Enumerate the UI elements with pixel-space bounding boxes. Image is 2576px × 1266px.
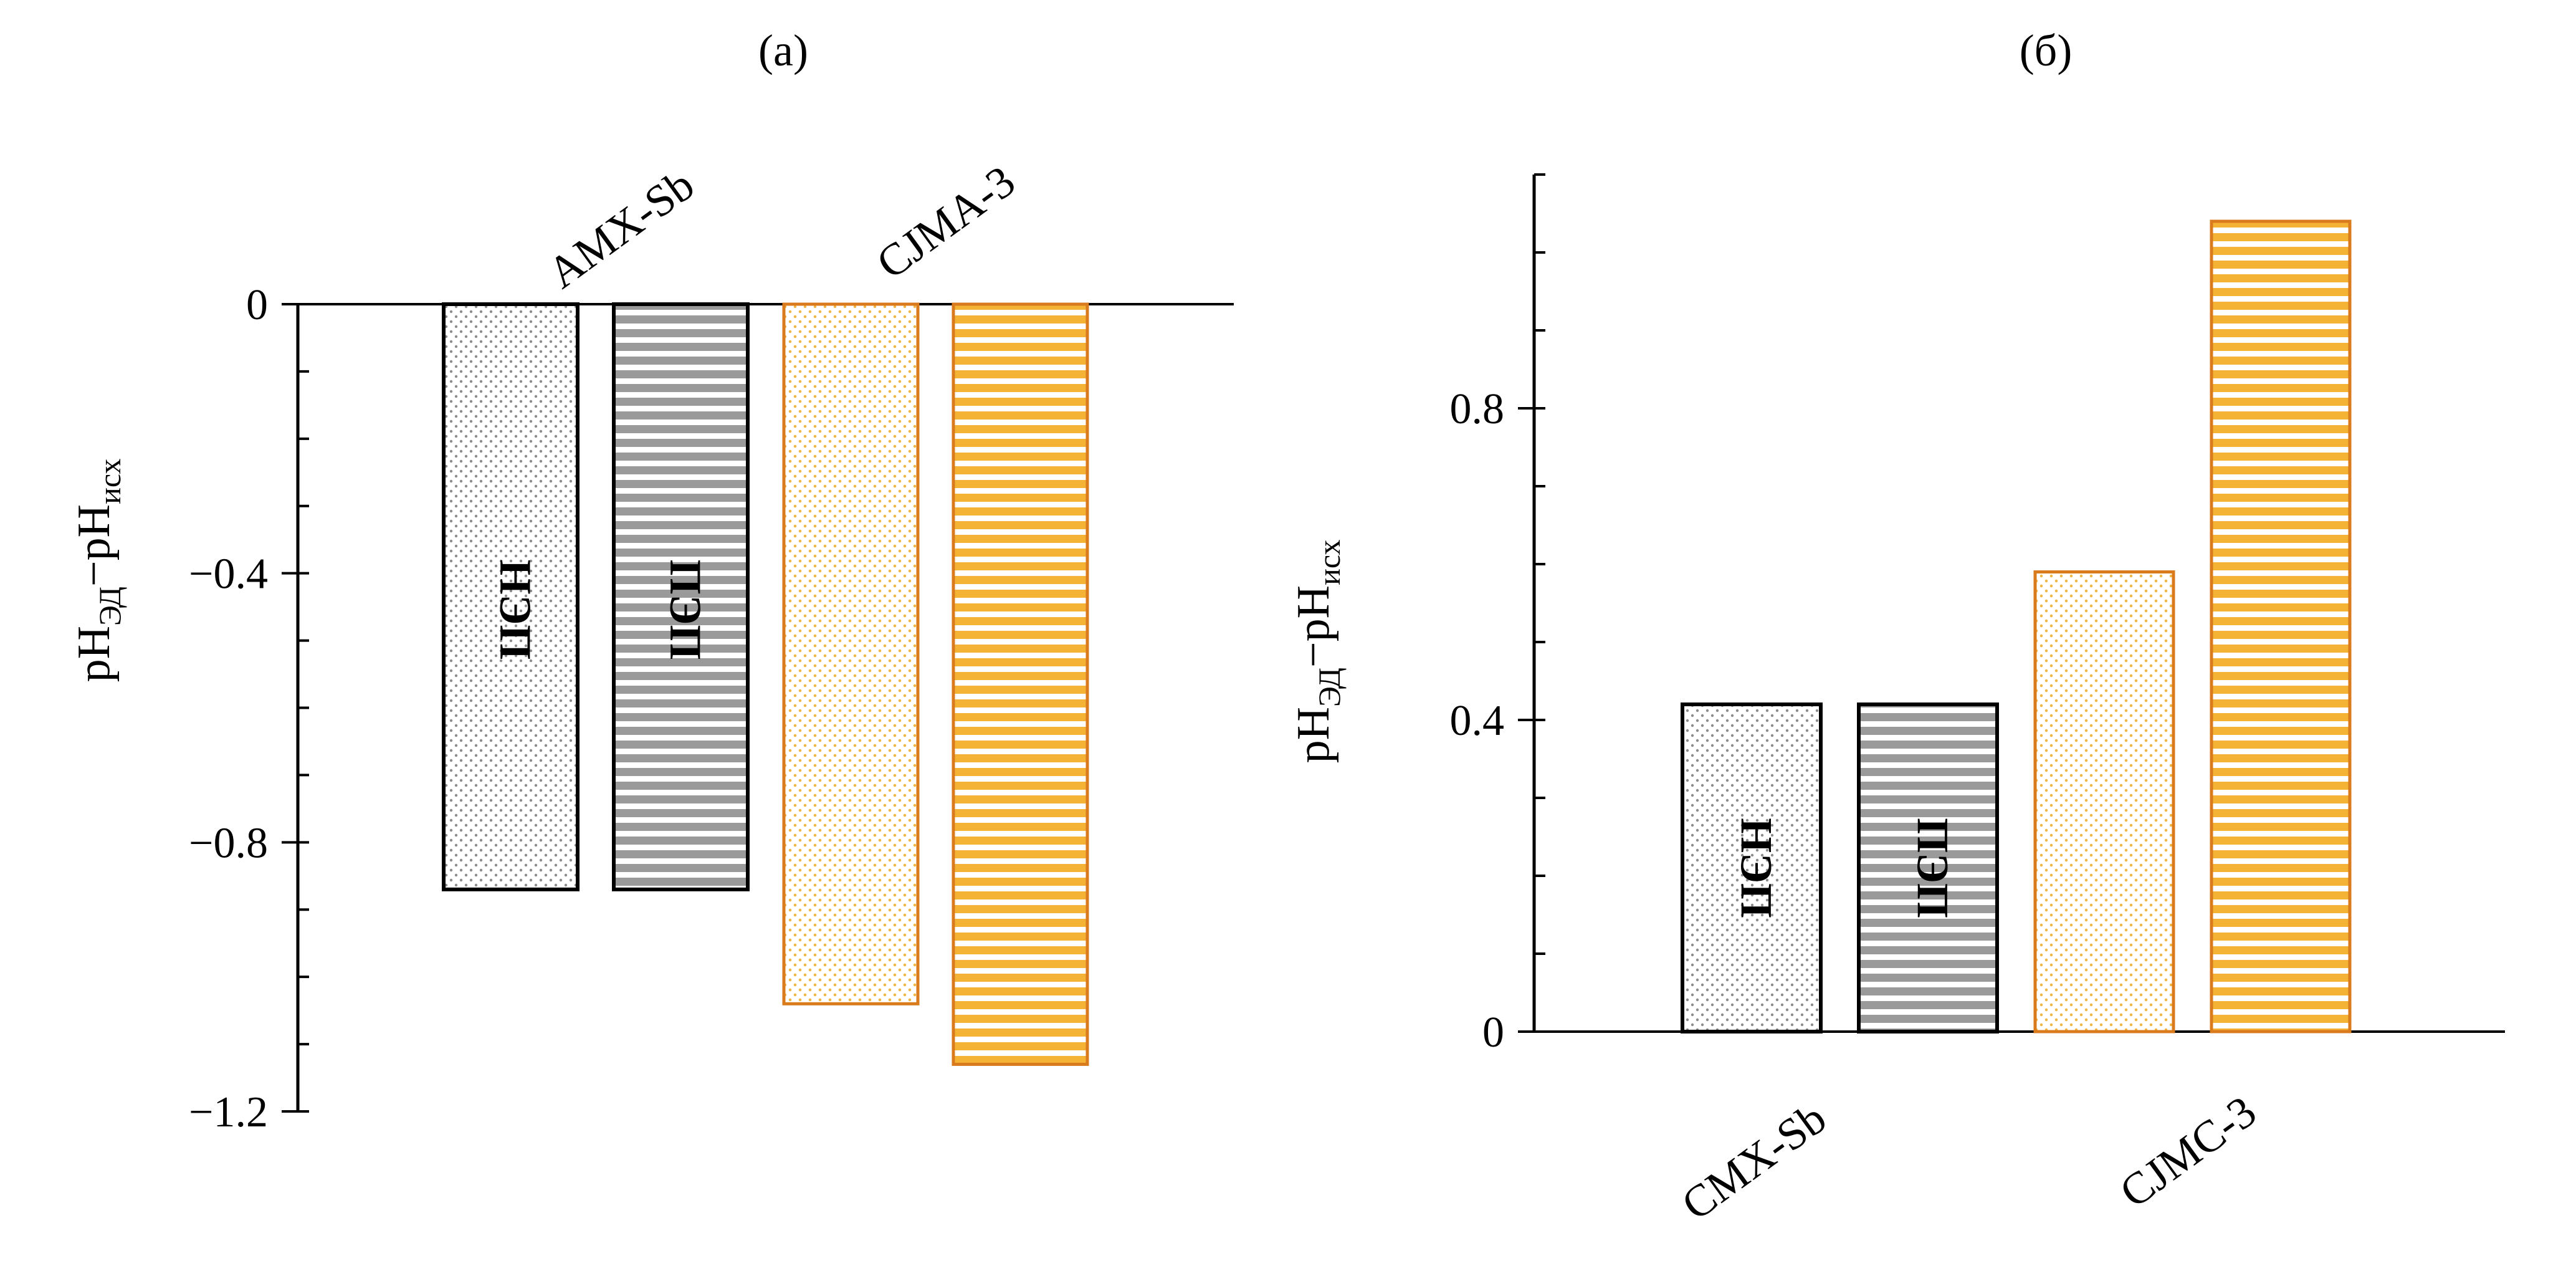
panel-a-bar-amx-sb-dots <box>442 302 580 891</box>
panel-a-bars: НЭП ПЭП <box>442 302 1089 1066</box>
panel-b-bar-cmx-sb-stripes <box>1857 703 1999 1033</box>
panel-b-bar-cjmc-3-stripes <box>2210 219 2352 1033</box>
panel-b-y-tick-label: 0.4 <box>1450 697 1505 745</box>
y-title-sep: −pH <box>1288 585 1339 668</box>
panel-b-y-axis-title: pHЭД−pHисх <box>1288 540 1347 764</box>
panel-b-category-label-cjmc-3: CJMC-3 <box>2111 1086 2265 1217</box>
y-title-sep: −pH <box>69 504 120 587</box>
panel-b-bar-cjmc-3-dots <box>2033 570 2175 1033</box>
panel-a-bar-label: НЭП <box>490 560 540 660</box>
y-title-sub1: ЭД <box>1312 668 1347 707</box>
y-title-sub1: ЭД <box>92 587 127 626</box>
panel-b-bar-cmx-sb-dots <box>1681 703 1823 1033</box>
panel-a-bar-cjma-3-dots <box>782 302 920 1005</box>
panel-a-y-tick-label: 0 <box>246 281 268 329</box>
panel-a-y-tick-label: −1.2 <box>189 1088 268 1136</box>
panel-b-bar-label: НЭП <box>1731 818 1781 918</box>
panel-a-y-tick-label: −0.4 <box>189 550 268 598</box>
y-title-sub2: исх <box>1312 540 1347 585</box>
panel-b-category-label-cmx-sb: CMX-Sb <box>1672 1093 1835 1230</box>
y-title-main: pH <box>69 626 120 682</box>
panel-a-y-axis-title: pHЭД−pHисх <box>69 459 127 683</box>
panel-a-bar-label: ПЭП <box>661 560 710 660</box>
panel-b-bar-label: ПЭП <box>1907 818 1957 918</box>
y-title-main: pH <box>1288 707 1339 763</box>
panel-b: (б) pHЭД−pHисх 0 0.4 0.8 НЭП ПЭП CMX-Sb CJM… <box>1288 26 2505 1230</box>
panel-a-title: (а) <box>758 26 808 75</box>
panel-b-y-tick-label: 0.8 <box>1450 385 1505 433</box>
y-title-sub2: исх <box>92 459 127 504</box>
panel-a-category-label-amx-sb: AMX-Sb <box>538 160 703 298</box>
panel-a-bar-cjma-3-stripes <box>952 302 1089 1066</box>
panel-b-bars: НЭП ПЭП <box>1681 219 2352 1033</box>
panel-b-y-tick-label: 0 <box>1482 1009 1504 1057</box>
panel-a: (а) pHЭД−pHисх 0 −0.4 −0.8 −1.2 НЭП ПЭП AMX-… <box>69 26 1234 1136</box>
panel-a-y-tick-label: −0.8 <box>189 819 268 867</box>
panel-b-title: (б) <box>2020 26 2073 75</box>
panel-a-bar-amx-sb-stripes <box>612 302 750 891</box>
panel-a-category-label-cjma-3: CJMA-3 <box>867 156 1024 289</box>
panel-a-axes: 0 −0.4 −0.8 −1.2 <box>189 281 1234 1136</box>
